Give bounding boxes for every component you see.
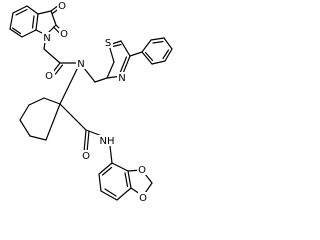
atom-n3: N <box>118 73 125 84</box>
atom-n1: N <box>43 33 50 44</box>
structure-svg: O O N O N S N O NH O O <box>9 0 173 204</box>
benzodioxole-benzene-ring <box>98 162 132 201</box>
isatin-benzene-ring <box>9 5 39 38</box>
atom-o1: O <box>58 1 66 12</box>
atom-o6: O <box>139 193 147 204</box>
carboxamide <box>59 103 113 164</box>
atom-o4: O <box>82 151 90 162</box>
atom-n2: N <box>77 59 84 70</box>
molecule-structure: O O N O N S N O NH O O <box>9 0 173 204</box>
atom-o3: O <box>45 71 53 82</box>
atom-o2: O <box>60 29 68 40</box>
cyclohexane-ring <box>19 62 81 141</box>
atom-o5: O <box>138 165 146 176</box>
atom-n4-h: NH <box>100 136 115 147</box>
atom-labels: O O N O N S N O NH O O <box>42 0 148 204</box>
phenyl-ring <box>129 37 173 65</box>
atom-s1: S <box>105 38 111 49</box>
